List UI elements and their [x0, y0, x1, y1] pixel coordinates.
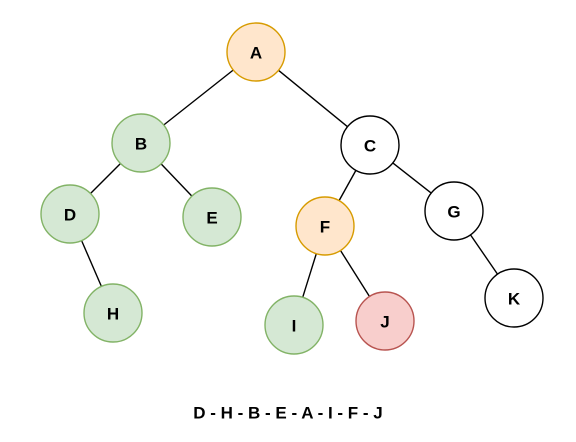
node-label-b: B: [135, 135, 147, 154]
node-k: K: [484, 268, 544, 328]
edge-d-h: [80, 240, 103, 287]
node-label-d: D: [64, 206, 76, 225]
traversal-sequence: D - H - B - E - A - I - F - J: [193, 404, 383, 423]
node-circle-f: [295, 196, 355, 256]
node-i: I: [264, 295, 324, 355]
edge-a-b: [163, 69, 234, 126]
node-label-a: A: [250, 44, 262, 63]
edge-c-f: [338, 170, 357, 201]
edges-layer: [80, 69, 499, 298]
node-label-c: C: [364, 137, 376, 156]
node-circle-j: [355, 291, 415, 351]
node-circle-k: [484, 268, 544, 328]
edge-g-k: [469, 234, 499, 275]
edge-b-e: [160, 163, 193, 197]
node-e: E: [182, 187, 242, 247]
node-c: C: [340, 115, 400, 175]
node-circle-h: [83, 283, 143, 343]
node-label-f: F: [320, 218, 330, 237]
node-label-g: G: [447, 203, 460, 222]
edge-c-g: [392, 162, 432, 194]
node-circle-a: [226, 22, 286, 82]
node-circle-i: [264, 295, 324, 355]
node-circle-b: [111, 113, 171, 173]
node-circle-e: [182, 187, 242, 247]
node-label-j: J: [380, 313, 389, 332]
node-f: F: [295, 196, 355, 256]
edge-b-d: [90, 163, 121, 194]
node-h: H: [83, 283, 143, 343]
edge-a-c: [278, 69, 348, 128]
node-g: G: [424, 181, 484, 241]
node-label-e: E: [206, 209, 217, 228]
node-j: J: [355, 291, 415, 351]
edge-f-i: [302, 253, 317, 298]
node-circle-d: [40, 184, 100, 244]
node-label-k: K: [508, 290, 521, 309]
node-label-i: I: [292, 317, 297, 336]
node-b: B: [111, 113, 171, 173]
node-label-h: H: [107, 305, 119, 324]
edge-f-j: [339, 250, 371, 297]
node-d: D: [40, 184, 100, 244]
node-circle-g: [424, 181, 484, 241]
node-circle-c: [340, 115, 400, 175]
node-a: A: [226, 22, 286, 82]
